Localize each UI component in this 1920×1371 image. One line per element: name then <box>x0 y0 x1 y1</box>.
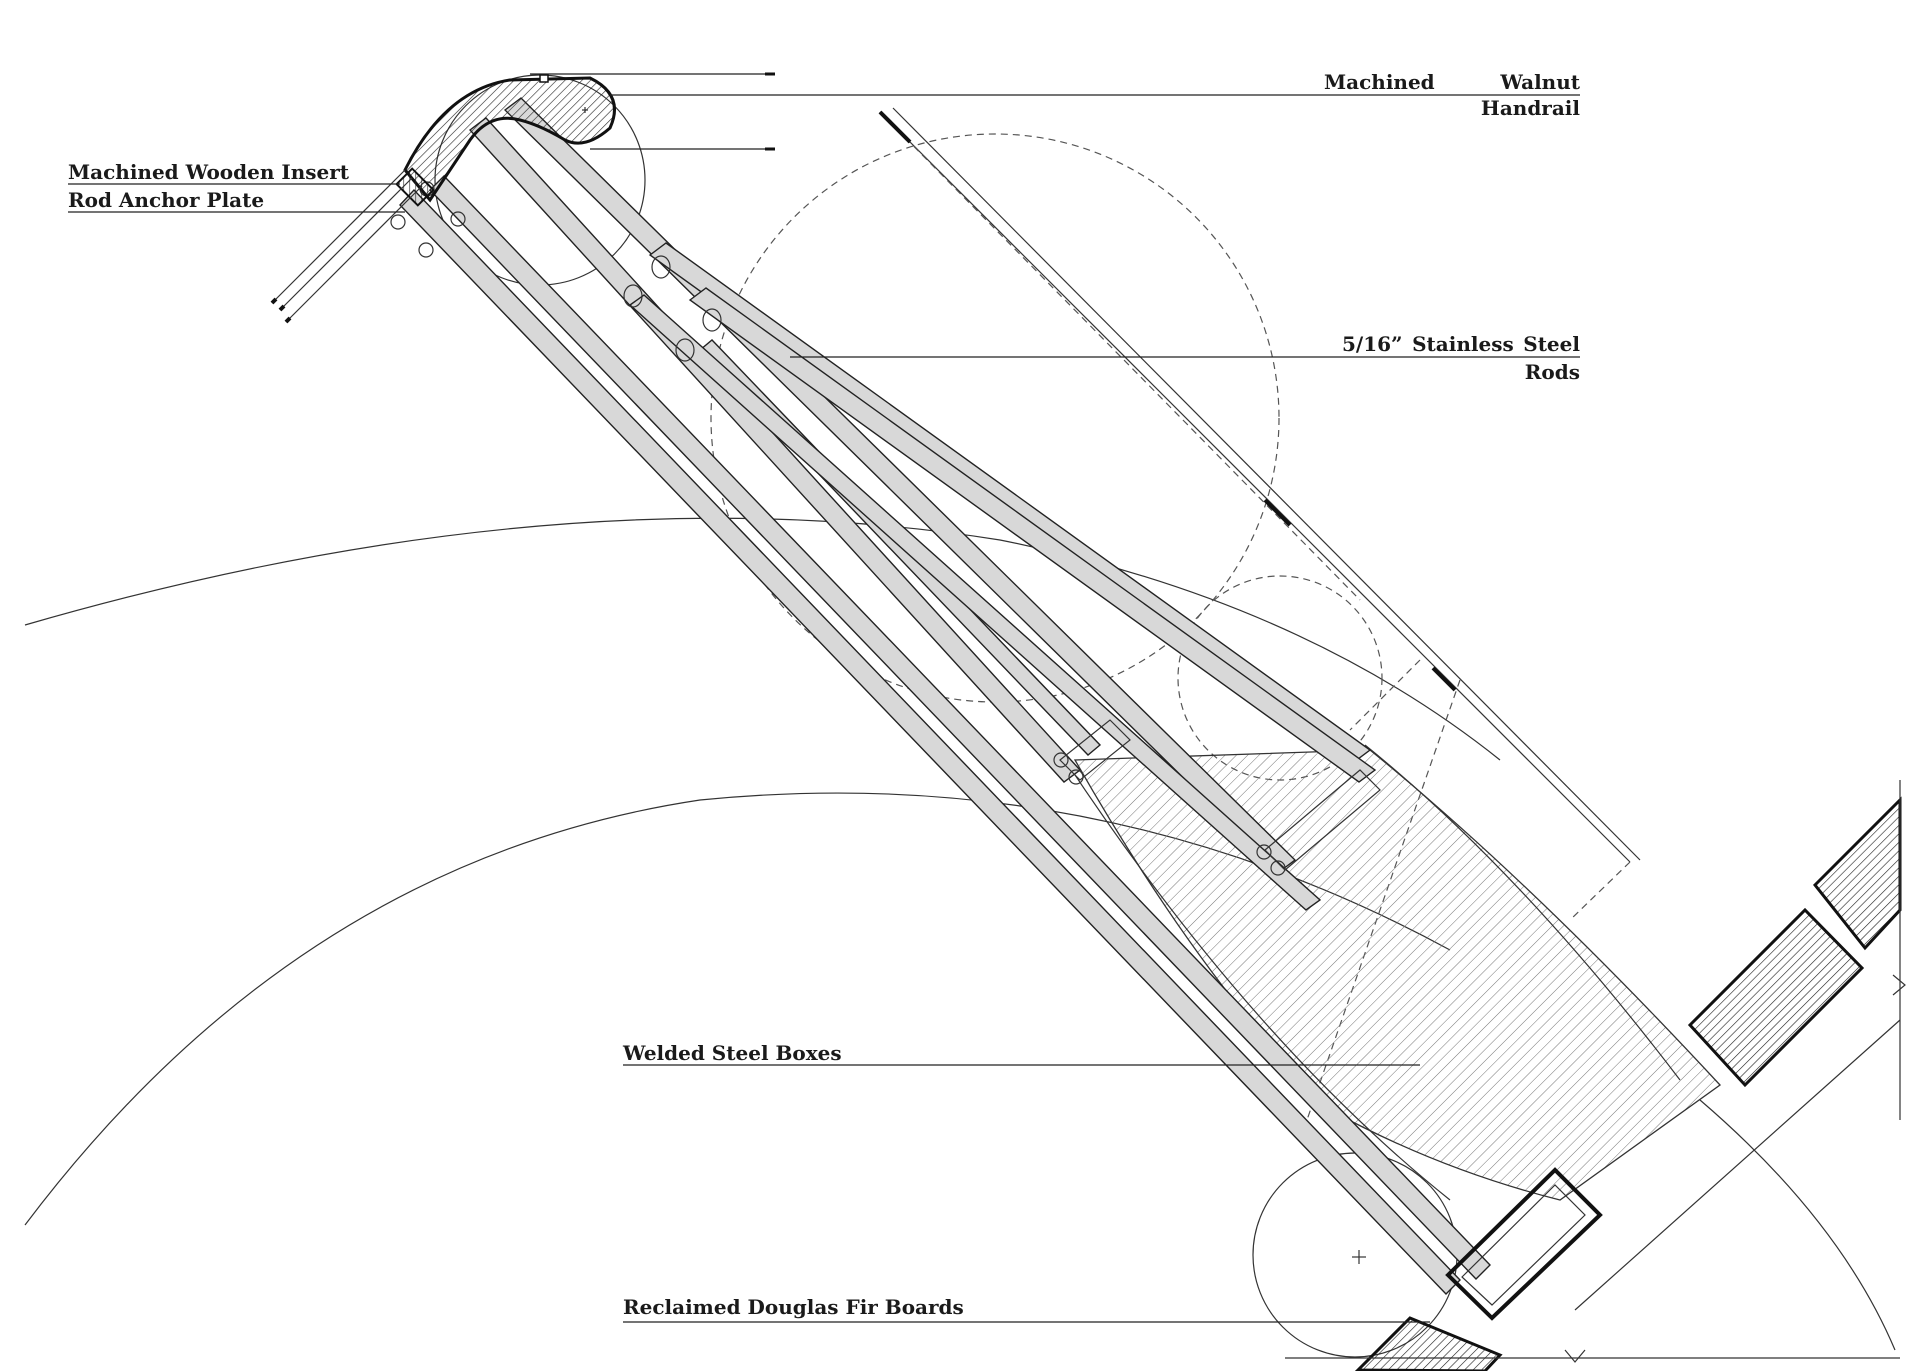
walnut-handrail <box>395 74 616 207</box>
steel-boxes <box>1059 719 1603 1321</box>
dashed-envelope <box>878 107 1641 1141</box>
label-steel-rods-size: 5/16” <box>1342 332 1403 356</box>
steel-rods <box>399 97 1491 1296</box>
fir-boards <box>1285 780 1906 1371</box>
label-anchor-plate: Rod Anchor Plate <box>68 188 265 212</box>
label-fir-boards: Reclaimed Douglas Fir Boards <box>623 1295 964 1319</box>
label-walnut-handrail-machined: Machined <box>1324 70 1435 94</box>
label-steel-rods-stainless: Stainless <box>1412 332 1514 356</box>
stringer-body <box>1064 744 1721 1201</box>
anchor-lines <box>270 169 423 324</box>
leader-lines <box>68 72 1580 1323</box>
label-walnut-handrail-line1: Machined Walnut <box>1324 72 1580 92</box>
label-steel-rods-steel: Steel <box>1523 332 1580 356</box>
label-wooden-insert: Machined Wooden Insert <box>68 160 350 184</box>
label-steel-rods-line1: 5/16” Stainless Steel <box>1342 334 1580 354</box>
label-steel-rods-line2: Rods <box>1524 360 1580 384</box>
label-walnut-handrail-line2: Handrail <box>1480 96 1580 120</box>
label-walnut-handrail-walnut: Walnut <box>1500 70 1580 94</box>
label-steel-boxes: Welded Steel Boxes <box>623 1041 842 1065</box>
